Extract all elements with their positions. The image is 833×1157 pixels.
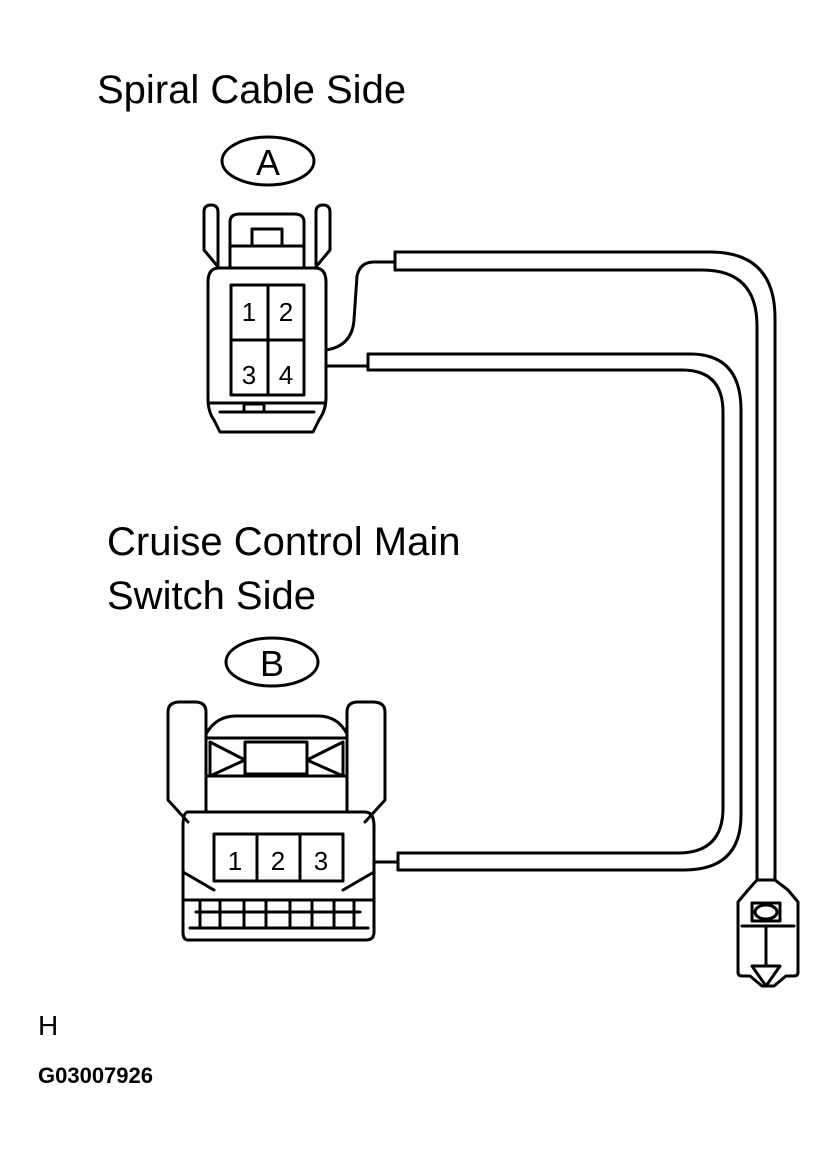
connector-b-title-line1: Cruise Control Main [107,520,461,564]
connector-a-tag: A [220,135,316,187]
connector-a: 1 2 3 4 [202,203,332,434]
harness-end-plug [736,878,800,988]
connector-a-tag-letter: A [256,142,280,183]
connector-b-tag: B [224,636,320,688]
connector-b: 1 2 3 [166,700,387,942]
connector-b-pin-3: 3 [314,846,328,876]
connector-a-title: Spiral Cable Side [97,68,407,112]
connector-b-pin-2: 2 [271,846,285,876]
figure-id: G03007926 [38,1063,153,1088]
connector-a-pin-1: 1 [242,297,256,327]
connector-b-tag-letter: B [260,643,284,684]
connector-b-title-line2: Switch Side [107,574,316,618]
footer-code: H [38,1010,59,1041]
connector-b-pin-1: 1 [228,846,242,876]
wire-harness [324,250,777,882]
connector-a-pin-3: 3 [242,360,256,390]
connector-a-pin-4: 4 [279,360,293,390]
connector-a-pin-2: 2 [279,297,293,327]
